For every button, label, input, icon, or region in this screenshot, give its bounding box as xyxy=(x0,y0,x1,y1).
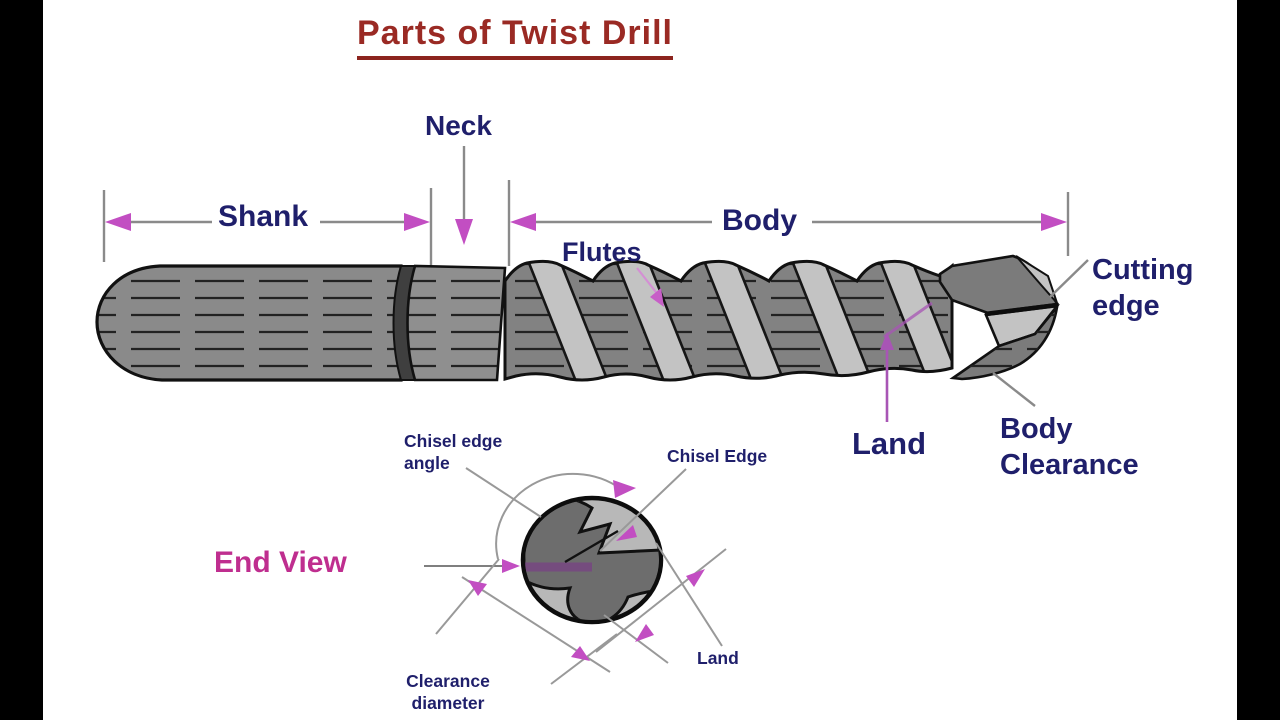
flutes-leader xyxy=(636,267,664,307)
body-arrow-left-icon xyxy=(510,213,536,231)
page-title: Parts of Twist Drill xyxy=(357,14,673,60)
label-body-clearance: Body Clearance xyxy=(1000,412,1139,484)
neck-section xyxy=(406,264,507,382)
drill-point xyxy=(938,254,1060,381)
letterbox-bar-right xyxy=(1237,0,1280,720)
label-cutting-edge: Cutting edge xyxy=(1092,253,1193,325)
drill-side-view xyxy=(95,254,1060,382)
label-shank: Shank xyxy=(218,200,309,233)
flutes-arrow-icon xyxy=(650,288,664,307)
end-view-web xyxy=(525,500,659,620)
shank-arrow-left-icon xyxy=(105,213,131,231)
label-body-clearance-line1: Body xyxy=(1000,413,1073,445)
label-clearance-diameter-line1: Clearance xyxy=(406,671,490,691)
end-view-dimensions xyxy=(424,467,727,685)
neck-arrow-icon xyxy=(455,219,473,245)
body-arrow-right-icon xyxy=(1041,213,1067,231)
land-ext-line-1 xyxy=(655,542,723,647)
clearance-arrow-se-icon xyxy=(571,646,590,661)
chisel-edge-diagonal xyxy=(564,529,619,564)
dimension-arrowheads xyxy=(105,213,1067,245)
letterbox-bar-left xyxy=(0,0,43,720)
cutting-edge-leader xyxy=(1049,259,1089,298)
shank-shape xyxy=(95,264,403,382)
clearance-ext-line-1 xyxy=(435,558,500,635)
chisel-edge-leader xyxy=(599,468,687,552)
land-arrow-icon xyxy=(880,332,894,350)
clearance-pointer-arrow-icon xyxy=(502,559,520,573)
land-arrow-sw-icon xyxy=(635,624,654,642)
label-flutes: Flutes xyxy=(562,237,642,267)
label-clearance-diameter-line2: diameter xyxy=(411,692,485,713)
body-clearance-leader xyxy=(992,372,1036,407)
fluted-body xyxy=(503,259,954,382)
label-cutting-edge-line2: edge xyxy=(1092,289,1160,322)
end-view-heading: End View xyxy=(214,546,347,579)
cutting-edge-line xyxy=(984,302,1059,317)
label-chisel-edge-angle-line1: Chisel edge xyxy=(404,431,503,451)
label-land: Land xyxy=(852,426,927,461)
label-land-end-view: Land xyxy=(697,648,739,668)
land-arrow-ne-icon xyxy=(686,569,705,587)
label-body: Body xyxy=(722,204,797,237)
land-leader xyxy=(880,301,933,422)
label-clearance-diameter: Clearance diameter xyxy=(392,671,504,715)
chisel-angle-arrow-icon xyxy=(613,480,636,498)
chisel-edge-arrow-icon xyxy=(616,525,637,541)
label-chisel-edge: Chisel Edge xyxy=(667,446,768,466)
dimension-lines xyxy=(102,146,1089,407)
land-ext-line-2 xyxy=(603,614,669,664)
chisel-angle-ray xyxy=(465,467,542,518)
end-view-arrowheads xyxy=(468,480,705,661)
label-body-clearance-line2: Clearance xyxy=(1000,448,1139,481)
shank-arrow-right-icon xyxy=(404,213,430,231)
clearance-arrow-nw-icon xyxy=(468,580,487,596)
label-chisel-edge-angle: Chisel edge angle xyxy=(404,431,502,475)
chisel-angle-arc xyxy=(495,472,622,560)
label-neck: Neck xyxy=(425,110,492,141)
flute-light-bands xyxy=(525,261,952,380)
end-view-drawing xyxy=(424,467,727,685)
land-measure-line xyxy=(595,548,727,653)
label-chisel-edge-angle-line2: angle xyxy=(404,452,450,473)
label-cutting-edge-line1: Cutting xyxy=(1092,254,1194,286)
